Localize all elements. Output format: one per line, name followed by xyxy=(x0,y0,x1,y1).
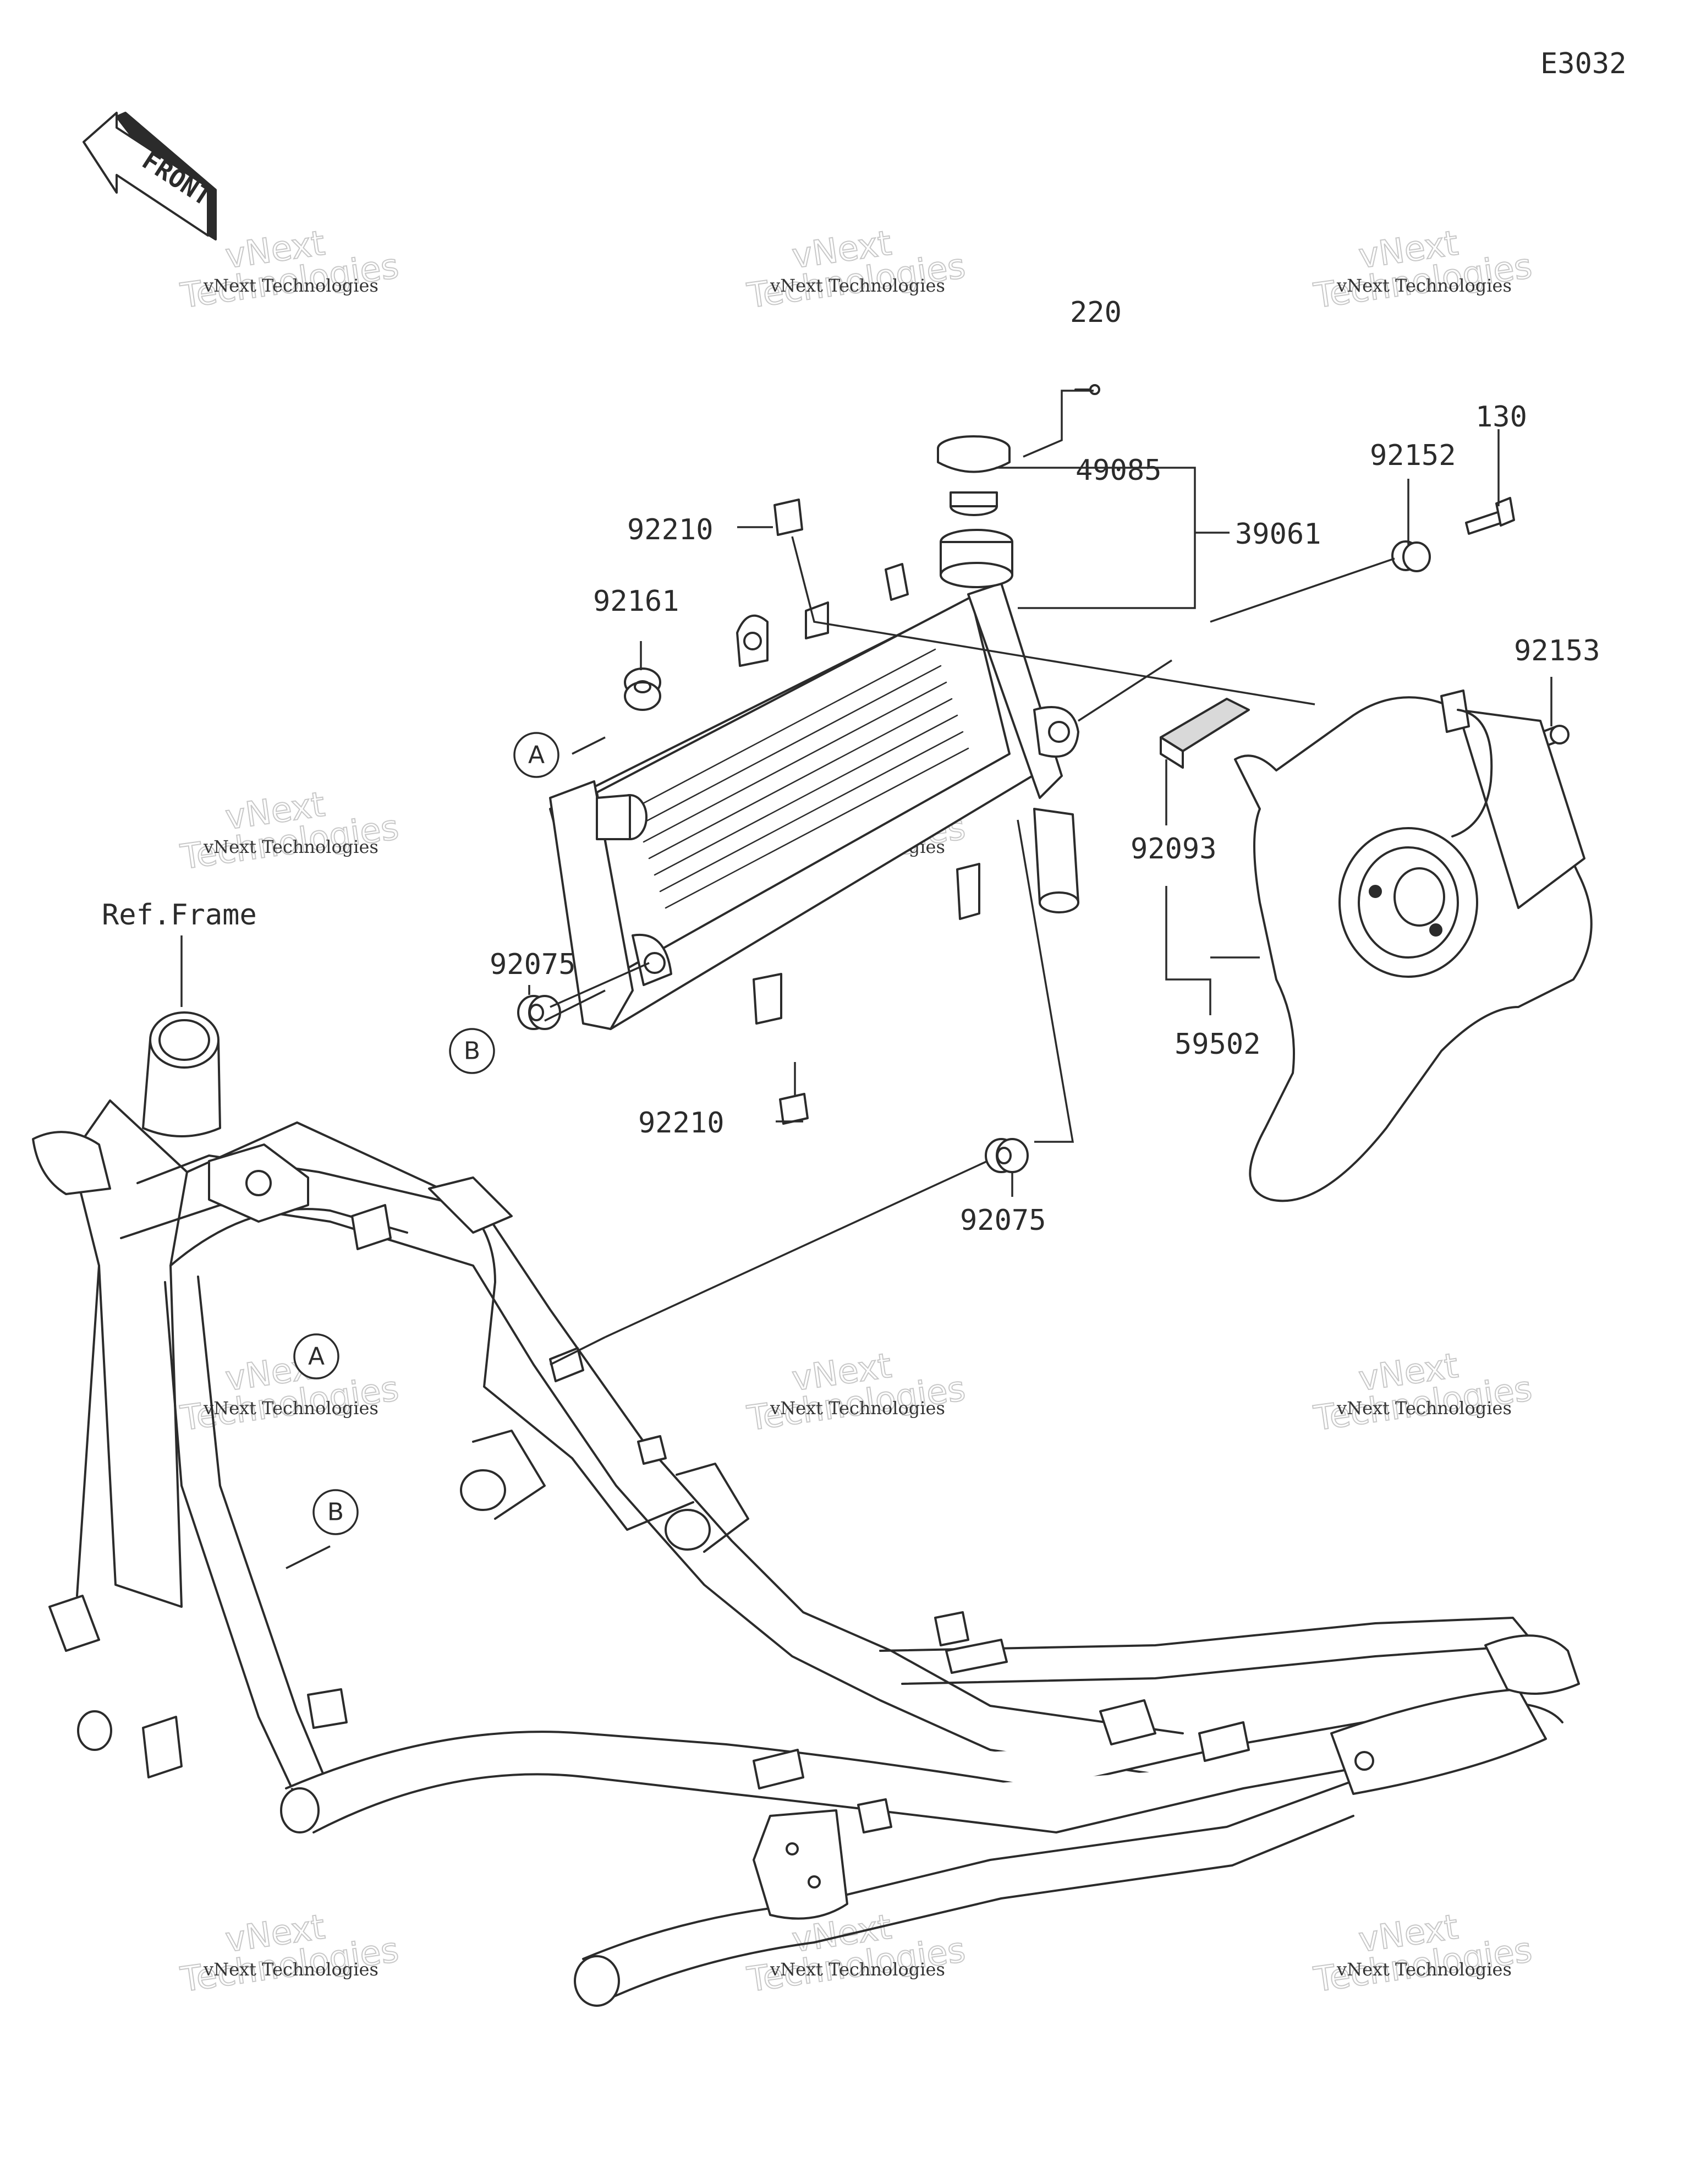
callout-b-frame: B xyxy=(312,1489,359,1535)
clip-92210-bottom xyxy=(779,1093,809,1125)
callout-a-frame: A xyxy=(293,1333,339,1380)
part-label-92210-top: 92210 xyxy=(627,513,714,546)
part-label-39061: 39061 xyxy=(1235,518,1321,551)
watermark: Technologies vNext vNext Technologies xyxy=(744,222,968,317)
watermark: Technologies vNext vNext Technologies xyxy=(177,1345,402,1439)
bolt-130 xyxy=(1465,497,1515,535)
watermark: Technologies vNext vNext Technologies xyxy=(1310,222,1535,317)
svg-text:A: A xyxy=(308,1343,325,1371)
grommet-92075-left xyxy=(517,995,561,1030)
svg-text:vNext Technologies: vNext Technologies xyxy=(203,1398,378,1419)
part-label-59502: 59502 xyxy=(1175,1028,1261,1061)
watermark: Technologies vNext vNext Technologies xyxy=(1310,1906,1535,2001)
svg-text:vNext Technologies: vNext Technologies xyxy=(770,1959,945,1980)
watermark: Technologies vNext vNext Technologies xyxy=(744,1345,968,1439)
part-label-92075-bottom: 92075 xyxy=(960,1204,1046,1237)
svg-text:A: A xyxy=(528,741,545,769)
svg-text:vNext Technologies: vNext Technologies xyxy=(203,275,378,296)
watermark: Technologies vNext vNext Technologies xyxy=(177,784,402,878)
part-label-220: 220 xyxy=(1070,296,1122,329)
svg-text:vNext Technologies: vNext Technologies xyxy=(203,1959,378,1980)
part-label-92161: 92161 xyxy=(593,585,679,618)
grommet-92161 xyxy=(624,667,661,711)
frame xyxy=(32,1011,1580,2007)
svg-text:vNext Technologies: vNext Technologies xyxy=(770,1398,945,1419)
part-label-92152: 92152 xyxy=(1370,439,1456,472)
svg-text:vNext Technologies: vNext Technologies xyxy=(203,836,378,857)
front-arrow-icon: FRONT xyxy=(83,112,217,240)
fan-shroud-59502 xyxy=(1234,689,1593,1202)
part-label-130: 130 xyxy=(1475,401,1527,434)
grommet-92075-bottom xyxy=(985,1138,1029,1173)
collar-92152 xyxy=(1391,540,1431,572)
callout-b-radiator: B xyxy=(449,1028,495,1074)
part-label-92075-left: 92075 xyxy=(490,948,576,981)
callout-a-radiator: A xyxy=(513,732,559,778)
ref-frame-label: Ref.Frame xyxy=(102,899,257,932)
leader-lines xyxy=(180,390,1552,1569)
part-label-92093: 92093 xyxy=(1131,833,1217,866)
watermark: Technologies vNext vNext Technologies xyxy=(1310,1345,1535,1439)
clip-92210-top xyxy=(773,499,803,536)
diagram-code: E3032 xyxy=(1540,47,1627,80)
svg-text:B: B xyxy=(464,1037,480,1065)
part-label-92153: 92153 xyxy=(1514,634,1600,667)
watermark: Technologies vNext vNext Technologies xyxy=(744,1906,968,2001)
pad-92093 xyxy=(1160,698,1250,769)
radiator xyxy=(549,435,1079,1030)
watermark: Technologies vNext vNext Technologies xyxy=(177,1906,402,2001)
part-label-92210-bottom: 92210 xyxy=(638,1107,725,1140)
svg-text:vNext Technologies: vNext Technologies xyxy=(1336,1959,1512,1980)
svg-text:vNext Technologies: vNext Technologies xyxy=(770,275,945,296)
part-label-49085: 49085 xyxy=(1076,454,1162,487)
svg-text:B: B xyxy=(327,1498,344,1526)
screw-220 xyxy=(1074,384,1100,395)
svg-text:vNext Technologies: vNext Technologies xyxy=(1336,1398,1512,1419)
svg-text:vNext Technologies: vNext Technologies xyxy=(1336,275,1512,296)
